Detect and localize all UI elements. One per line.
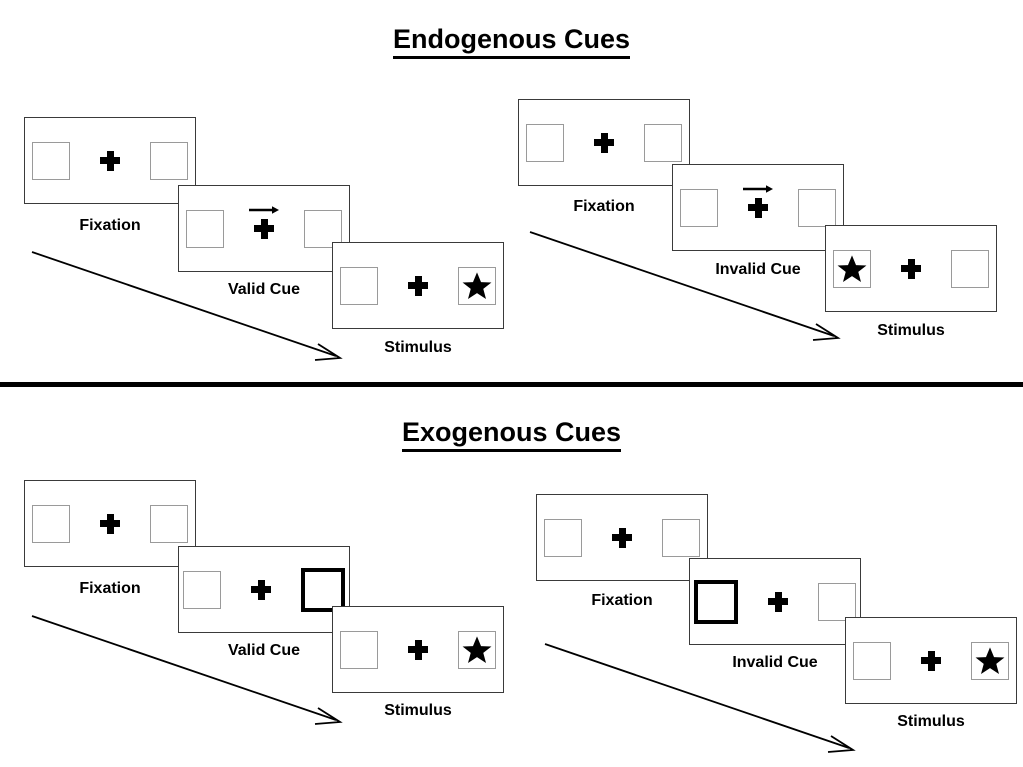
panel-content (690, 559, 860, 644)
panel-exogenous-invalid-cue (689, 558, 861, 645)
stim-box-left (526, 123, 564, 162)
stim-box-left (32, 504, 70, 543)
fixation-cross-icon (99, 513, 121, 535)
fixation-cross-icon (253, 218, 275, 240)
panel-content (25, 118, 195, 203)
caption-exogenous-valid-fixation: Fixation (79, 580, 141, 597)
caption-endogenous-valid-cue: Valid Cue (227, 281, 301, 298)
stim-box-right (150, 504, 188, 543)
center-slot (90, 502, 130, 546)
fixation-cross-icon (99, 150, 121, 172)
stim-box-left (340, 266, 378, 305)
panel-content (333, 607, 503, 692)
center-slot (584, 121, 624, 165)
stim-box-right (971, 641, 1009, 680)
stim-box-left (680, 188, 718, 227)
fixation-cross-icon (900, 258, 922, 280)
panel-content (333, 243, 503, 328)
center-slot (891, 247, 931, 291)
center-slot (911, 639, 951, 683)
panel-content (537, 495, 707, 580)
center-slot (602, 516, 642, 560)
stim-box-right (458, 266, 496, 305)
center-slot (398, 628, 438, 672)
stim-box-right (662, 518, 700, 557)
stim-box-right (644, 123, 682, 162)
panel-content (673, 165, 843, 250)
star-target-icon (837, 254, 867, 282)
endogenous-section-title: Endogenous Cues (0, 24, 1023, 59)
panel-exogenous-valid-cue (178, 546, 350, 633)
cue-arrow-right-icon (249, 205, 279, 214)
center-slot (738, 184, 778, 230)
flow-arrow-endogenous-invalid (529, 231, 841, 341)
fixation-cross-icon (407, 275, 429, 297)
fixation-cross-icon (250, 579, 272, 601)
caption-exogenous-invalid-stimulus: Stimulus (897, 713, 965, 730)
cue-arrow-right-icon (743, 184, 773, 193)
star-target-icon (462, 271, 492, 299)
stim-box-left-cued (694, 579, 738, 624)
caption-exogenous-valid-cue: Valid Cue (227, 642, 301, 659)
fixation-cross-icon (593, 132, 615, 154)
flow-arrow-exogenous-valid (31, 615, 343, 725)
caption-endogenous-valid-fixation: Fixation (79, 217, 141, 234)
stim-box-left (32, 141, 70, 180)
panel-content (25, 481, 195, 566)
stim-box-right-cued (301, 567, 345, 612)
caption-exogenous-valid-stimulus: Stimulus (384, 702, 452, 719)
flow-arrow-exogenous-invalid (544, 643, 856, 753)
caption-endogenous-invalid-stimulus: Stimulus (877, 322, 945, 339)
section-divider (0, 382, 1023, 387)
panel-content (519, 100, 689, 185)
fixation-cross-icon (767, 591, 789, 613)
star-target-icon (975, 646, 1005, 674)
stim-box-left (186, 209, 224, 248)
panel-endogenous-invalid-stimulus (825, 225, 997, 312)
panel-endogenous-invalid-fixation (518, 99, 690, 186)
center-slot (758, 580, 798, 624)
endogenous-title-text: Endogenous Cues (392, 24, 630, 59)
panel-endogenous-valid-cue (178, 185, 350, 272)
panel-content (826, 226, 996, 311)
fixation-cross-icon (747, 197, 769, 219)
caption-endogenous-invalid-cue: Invalid Cue (715, 261, 801, 278)
stim-box-right (798, 188, 836, 227)
stim-box-left (853, 641, 891, 680)
stim-box-right (951, 249, 989, 288)
panel-exogenous-invalid-stimulus (845, 617, 1017, 704)
stim-box-right (304, 209, 342, 248)
stim-box-right (150, 141, 188, 180)
center-slot (241, 568, 281, 612)
center-slot (90, 139, 130, 183)
caption-endogenous-valid-stimulus: Stimulus (384, 339, 452, 356)
stim-box-left (183, 570, 221, 609)
panel-endogenous-invalid-cue (672, 164, 844, 251)
panel-content (179, 186, 349, 271)
exogenous-section-title: Exogenous Cues (0, 417, 1023, 452)
stim-box-left (833, 249, 871, 288)
panel-content (179, 547, 349, 632)
center-slot (244, 205, 284, 251)
center-slot (398, 264, 438, 308)
stim-box-right (818, 582, 856, 621)
exogenous-title-text: Exogenous Cues (401, 417, 622, 452)
stim-box-left (544, 518, 582, 557)
panel-exogenous-valid-fixation (24, 480, 196, 567)
panel-exogenous-valid-stimulus (332, 606, 504, 693)
caption-exogenous-invalid-fixation: Fixation (591, 592, 653, 609)
stim-box-left (340, 630, 378, 669)
panel-content (846, 618, 1016, 703)
stim-box-right (458, 630, 496, 669)
fixation-cross-icon (920, 650, 942, 672)
star-target-icon (462, 635, 492, 663)
panel-endogenous-valid-fixation (24, 117, 196, 204)
caption-endogenous-invalid-fixation: Fixation (573, 198, 635, 215)
panel-endogenous-valid-stimulus (332, 242, 504, 329)
caption-exogenous-invalid-cue: Invalid Cue (732, 654, 818, 671)
fixation-cross-icon (611, 527, 633, 549)
panel-exogenous-invalid-fixation (536, 494, 708, 581)
fixation-cross-icon (407, 639, 429, 661)
flow-arrow-endogenous-valid (31, 251, 343, 361)
